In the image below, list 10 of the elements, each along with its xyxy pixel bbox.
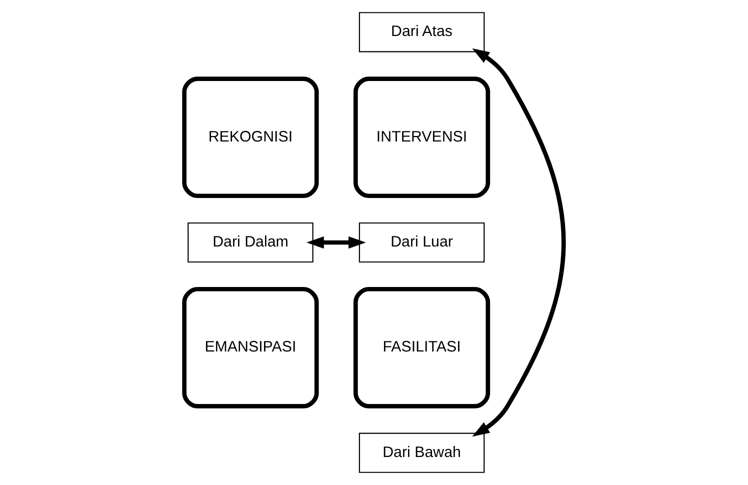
node-box: Dari Atas xyxy=(358,12,485,52)
node-box: EMANSIPASI xyxy=(182,286,319,408)
arrow xyxy=(306,236,366,249)
node-box: FASILITASI xyxy=(353,286,490,408)
node-box: Dari Luar xyxy=(358,222,485,263)
node-box: INTERVENSI xyxy=(353,76,490,198)
arrow xyxy=(472,48,566,437)
node-box: REKOGNISI xyxy=(182,76,319,198)
node-box: Dari Bawah xyxy=(358,432,485,473)
node-box: Dari Dalam xyxy=(188,222,314,263)
